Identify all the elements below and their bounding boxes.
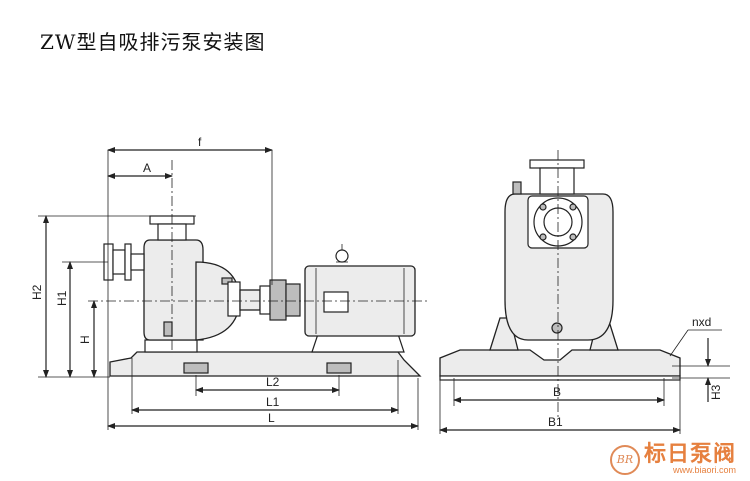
brand-logo-icon: BR (609, 444, 640, 475)
side-view: f A H2 H1 H L2 L1 L (30, 135, 430, 430)
watermark-url: www.biaori.com (672, 465, 736, 475)
watermark-name: 标日泵阀 (643, 442, 736, 467)
dim-label-nxd: nxd (692, 315, 711, 329)
dim-label-L2: L2 (266, 375, 280, 389)
dim-label-L1: L1 (266, 395, 280, 409)
dim-label-f: f (198, 135, 202, 149)
dim-label-A: A (143, 161, 151, 175)
dim-label-H: H (78, 335, 92, 344)
dim-label-H1: H1 (55, 290, 69, 306)
dim-label-B: B (553, 385, 561, 399)
drawing-title: ZW型自吸排污泵安装图 (40, 30, 266, 54)
dim-label-H2: H2 (30, 284, 44, 300)
watermark: BR 标日泵阀 www.biaori.com (609, 442, 736, 475)
dim-label-L: L (268, 411, 275, 425)
dim-label-H3: H3 (709, 384, 723, 400)
end-view: B B1 nxd H3 (439, 150, 730, 434)
dim-label-B1: B1 (548, 415, 563, 429)
